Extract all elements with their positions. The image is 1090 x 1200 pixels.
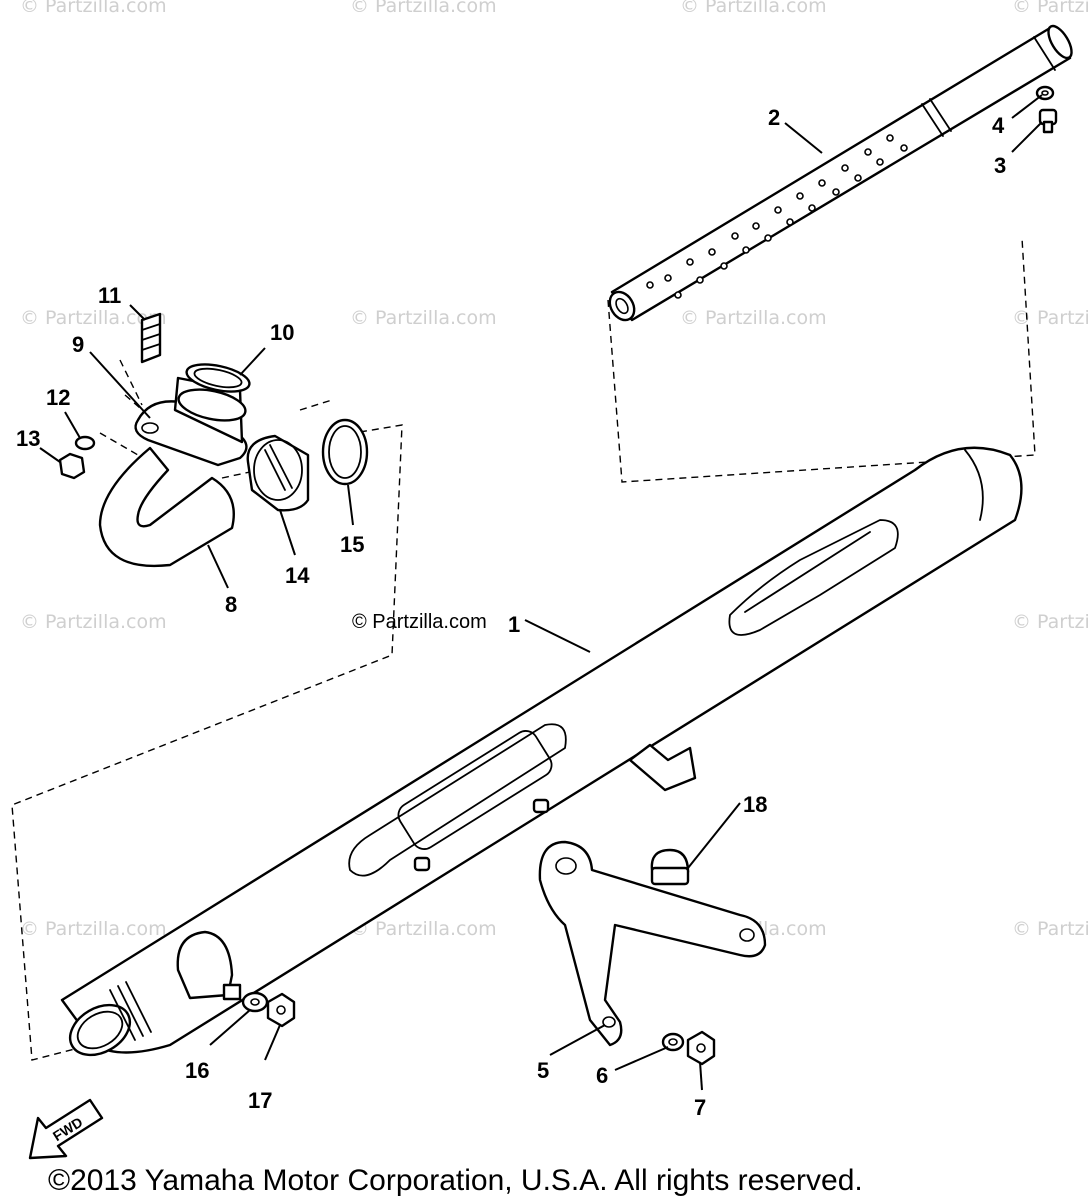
callout-16: 16 [185, 1058, 209, 1083]
callout-labels: 1 2 3 4 5 6 7 8 9 10 11 12 13 14 15 16 1… [16, 105, 1006, 1120]
part-18-cap-nut [650, 848, 690, 886]
part-16-washer [241, 991, 269, 1013]
watermark: © Partzilla.com [20, 0, 167, 17]
callout-13: 13 [16, 426, 40, 451]
callout-7: 7 [694, 1095, 706, 1120]
part-3-screw [1038, 108, 1058, 134]
part-8-exhaust-pipe [98, 446, 235, 568]
watermark: © Partzilla.com [1012, 918, 1090, 940]
callout-9: 9 [72, 332, 84, 357]
copyright-notice: ©2013 Yamaha Motor Corporation, U.S.A. A… [48, 1164, 863, 1197]
part-15-gasket-ring [321, 418, 369, 486]
callout-11: 11 [98, 283, 121, 308]
watermark: © Partzilla.com [1012, 0, 1090, 17]
callout-15: 15 [340, 532, 364, 557]
muffler-end-cap [176, 930, 242, 1001]
part-12-washer [74, 435, 96, 451]
callout-1: 1 [508, 612, 520, 637]
watermark-center: © Partzilla.com [352, 611, 487, 633]
watermark: © Partzilla.com [350, 307, 497, 329]
part-6-washer [661, 1032, 685, 1052]
callout-2: 2 [768, 105, 780, 130]
watermark: © Partzilla.com [20, 307, 167, 329]
callout-6: 6 [596, 1063, 608, 1088]
watermark: © Partzilla.com [20, 918, 167, 940]
part-14-joint-collar [246, 434, 310, 512]
part-1-muffler-body [60, 446, 1023, 1057]
watermark: © Partzilla.com [680, 307, 827, 329]
part-9-flange [134, 376, 248, 467]
watermark: © Partzilla.com [350, 0, 497, 17]
part-7-nut [686, 1030, 716, 1066]
watermark: © Partzilla.com [350, 918, 497, 940]
fwd-arrow-icon: FWD [28, 1098, 104, 1160]
callout-5: 5 [537, 1058, 549, 1083]
part-17-nut [266, 992, 296, 1028]
watermark: © Partzilla.com [1012, 611, 1090, 633]
part-10-gasket [185, 363, 251, 393]
callout-10: 10 [270, 320, 294, 345]
callout-14: 14 [285, 563, 310, 588]
watermark: © Partzilla.com [680, 0, 827, 17]
callout-4: 4 [992, 113, 1005, 138]
perforation-holes [646, 134, 908, 299]
leader-lines [39, 94, 1043, 1091]
callout-8: 8 [225, 592, 237, 617]
exploded-guide-lines [11, 237, 1036, 1061]
callout-17: 17 [248, 1088, 272, 1113]
part-2-baffle-tube [608, 24, 1073, 322]
part-5-bracket [538, 840, 767, 1047]
watermark: © Partzilla.com [1012, 307, 1090, 329]
watermark: © Partzilla.com [20, 611, 167, 633]
part-11-stud [140, 312, 162, 364]
callout-3: 3 [994, 153, 1006, 178]
callout-12: 12 [46, 385, 70, 410]
callout-18: 18 [743, 792, 767, 817]
part-13-nut [58, 452, 86, 480]
